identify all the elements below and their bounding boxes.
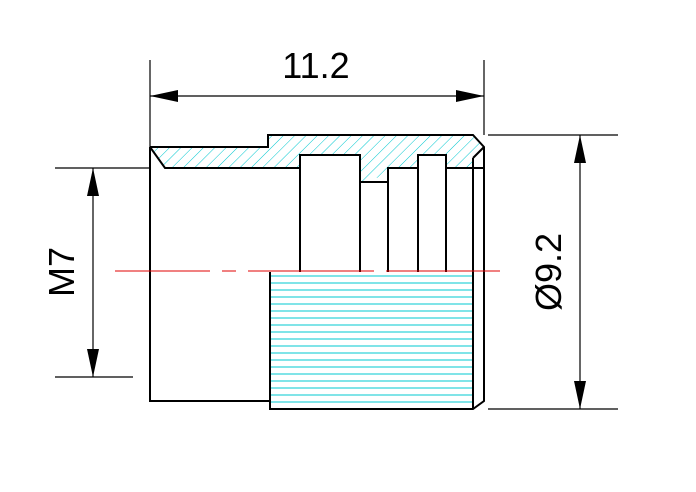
thread-dimension (55, 167, 150, 378)
arrowhead-thread-top (87, 168, 99, 196)
arrowhead-thread-bottom (87, 349, 99, 377)
diameter-label: Ø9.2 (528, 233, 569, 311)
arrowhead-diameter-top (574, 135, 586, 163)
upper-wall-section-hatch (150, 135, 484, 182)
lower-half-section-hatch (270, 272, 472, 409)
arrowhead-right (456, 90, 484, 102)
thread-label: M7 (41, 247, 82, 297)
groove-3 (417, 154, 447, 272)
outer-contour (149, 134, 485, 410)
groove-1 (299, 154, 361, 272)
bore-top-edge (149, 146, 300, 169)
length-label: 11.2 (282, 45, 349, 86)
arrowhead-diameter-bottom (574, 381, 586, 409)
diameter-dimension (488, 134, 618, 410)
length-dimension (149, 60, 485, 147)
arrowhead-left (150, 90, 178, 102)
groove-2 (387, 167, 418, 272)
part-outline (149, 134, 485, 410)
right-chamfer-edge (472, 146, 485, 159)
